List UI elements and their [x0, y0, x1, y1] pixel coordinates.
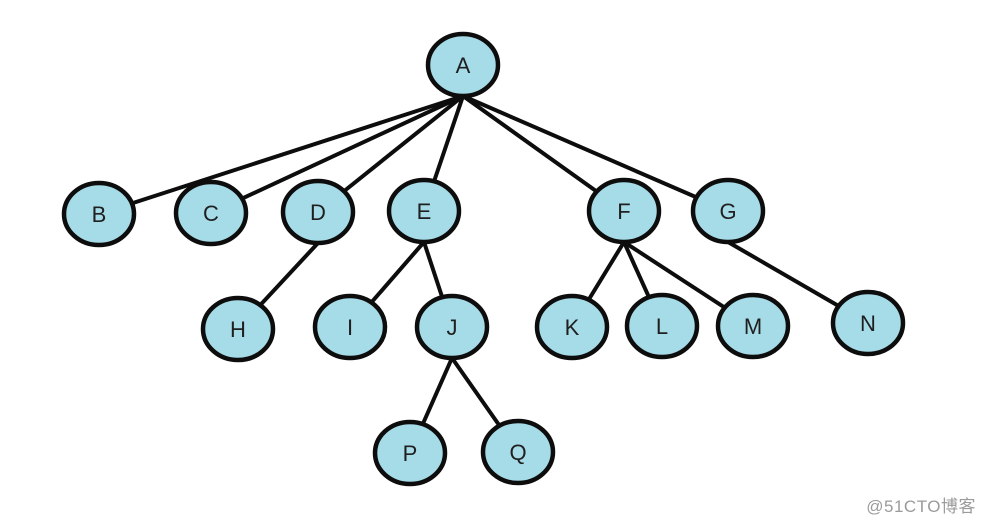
node-ellipse-q	[480, 418, 556, 486]
node-label-k: K	[565, 315, 580, 340]
node-label-e: E	[417, 199, 432, 224]
node-ellipse-p	[372, 419, 448, 487]
node-ellipse-h	[200, 295, 276, 363]
watermark: @51CTO博客	[866, 497, 976, 516]
tree-node-p: P	[372, 419, 448, 487]
node-label-q: Q	[509, 440, 526, 465]
tree-node-a: A	[425, 31, 501, 99]
node-ellipse-e	[386, 177, 462, 245]
node-ellipse-j	[414, 293, 490, 361]
edge-a-b	[97, 94, 465, 216]
node-ellipse-n	[830, 289, 906, 357]
node-ellipse-m	[715, 292, 791, 360]
node-label-n: N	[860, 311, 876, 336]
node-ellipse-d	[280, 178, 356, 246]
tree-node-g: G	[690, 177, 766, 245]
node-ellipse-k	[534, 293, 610, 361]
node-ellipse-a	[425, 31, 501, 99]
tree-node-e: E	[386, 177, 462, 245]
tree-node-c: C	[173, 179, 249, 247]
node-label-a: A	[456, 53, 471, 78]
node-label-h: H	[230, 317, 246, 342]
edge-a-c	[209, 94, 465, 215]
tree-node-f: F	[586, 177, 662, 245]
tree-node-d: D	[280, 178, 356, 246]
node-ellipse-f	[586, 177, 662, 245]
node-ellipse-g	[690, 177, 766, 245]
node-label-g: G	[719, 199, 736, 224]
node-ellipse-b	[61, 180, 137, 248]
tree-node-n: N	[830, 289, 906, 357]
node-label-j: J	[447, 315, 458, 340]
tree-node-m: M	[715, 292, 791, 360]
tree-node-h: H	[200, 295, 276, 363]
node-label-d: D	[310, 200, 326, 225]
node-label-b: B	[92, 202, 107, 227]
node-ellipse-l	[624, 292, 700, 360]
node-ellipse-c	[173, 179, 249, 247]
tree-node-k: K	[534, 293, 610, 361]
tree-node-i: I	[312, 293, 388, 361]
tree-node-q: Q	[480, 418, 556, 486]
node-label-i: I	[347, 315, 353, 340]
node-label-c: C	[203, 201, 219, 226]
node-label-m: M	[744, 314, 762, 339]
edge-a-g	[461, 94, 730, 213]
tree-node-b: B	[61, 180, 137, 248]
tree-node-l: L	[624, 292, 700, 360]
node-label-f: F	[617, 199, 630, 224]
node-label-p: P	[403, 441, 418, 466]
node-label-l: L	[656, 314, 668, 339]
tree-node-j: J	[414, 293, 490, 361]
node-ellipse-i	[312, 293, 388, 361]
